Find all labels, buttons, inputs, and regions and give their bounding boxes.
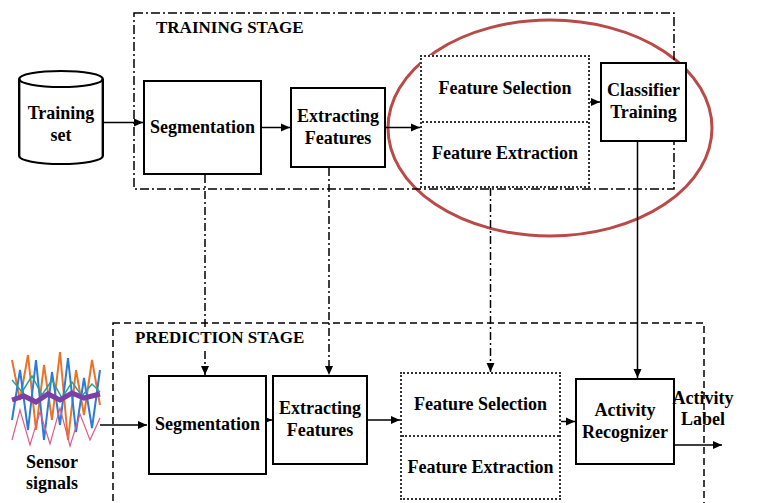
node-label: Feature Selection bbox=[414, 394, 547, 416]
training-stage-region: TRAINING STAGE Segmentation Extracting Fea… bbox=[133, 12, 675, 190]
process-box: Segmentation bbox=[148, 375, 267, 475]
flow-arrow bbox=[490, 188, 492, 372]
node-label: Segmentation bbox=[150, 117, 255, 139]
flow-arrow bbox=[104, 122, 143, 124]
node-label: Feature Extraction bbox=[432, 143, 578, 165]
region-title: TRAINING STAGE bbox=[153, 18, 307, 38]
flow-arrow bbox=[590, 101, 600, 103]
process-box: Classifier Training bbox=[600, 62, 687, 142]
highlight-ellipse bbox=[388, 20, 712, 236]
flow-arrow bbox=[637, 142, 639, 378]
node-label: Training set bbox=[18, 103, 104, 146]
output-label: Activity Label bbox=[664, 388, 742, 429]
node-label: Feature Selection bbox=[438, 78, 571, 100]
process-box: Extracting Features bbox=[290, 87, 386, 168]
flow-arrow bbox=[386, 127, 420, 129]
flow-arrow bbox=[368, 419, 400, 421]
feature-box: Feature SelectionFeature Extraction bbox=[420, 55, 590, 188]
node-label: Segmentation bbox=[155, 414, 260, 436]
flow-arrow bbox=[561, 421, 575, 423]
node-label: Activity Recognizer bbox=[581, 400, 669, 443]
process-box: Segmentation bbox=[143, 80, 262, 175]
dataset-cylinder: Training set bbox=[18, 70, 104, 165]
node-label: Extracting Features bbox=[278, 398, 362, 441]
flow-arrow bbox=[328, 168, 330, 375]
sensor-label: Sensor signals bbox=[6, 452, 98, 493]
node-label: Feature Extraction bbox=[407, 457, 553, 479]
process-box: Extracting Features bbox=[272, 375, 368, 465]
input-arrow bbox=[100, 424, 147, 426]
prediction-stage-region: PREDICTION STAGE Segmentation Extracting F… bbox=[112, 322, 705, 503]
feature-box: Feature SelectionFeature Extraction bbox=[400, 372, 561, 500]
sensor-signal-image bbox=[12, 352, 100, 446]
node-label: Extracting Features bbox=[296, 106, 380, 149]
process-box: Activity Recognizer bbox=[575, 378, 675, 465]
node-label: Classifier Training bbox=[606, 80, 681, 123]
region-title: PREDICTION STAGE bbox=[132, 328, 307, 348]
flow-arrow bbox=[262, 127, 290, 129]
